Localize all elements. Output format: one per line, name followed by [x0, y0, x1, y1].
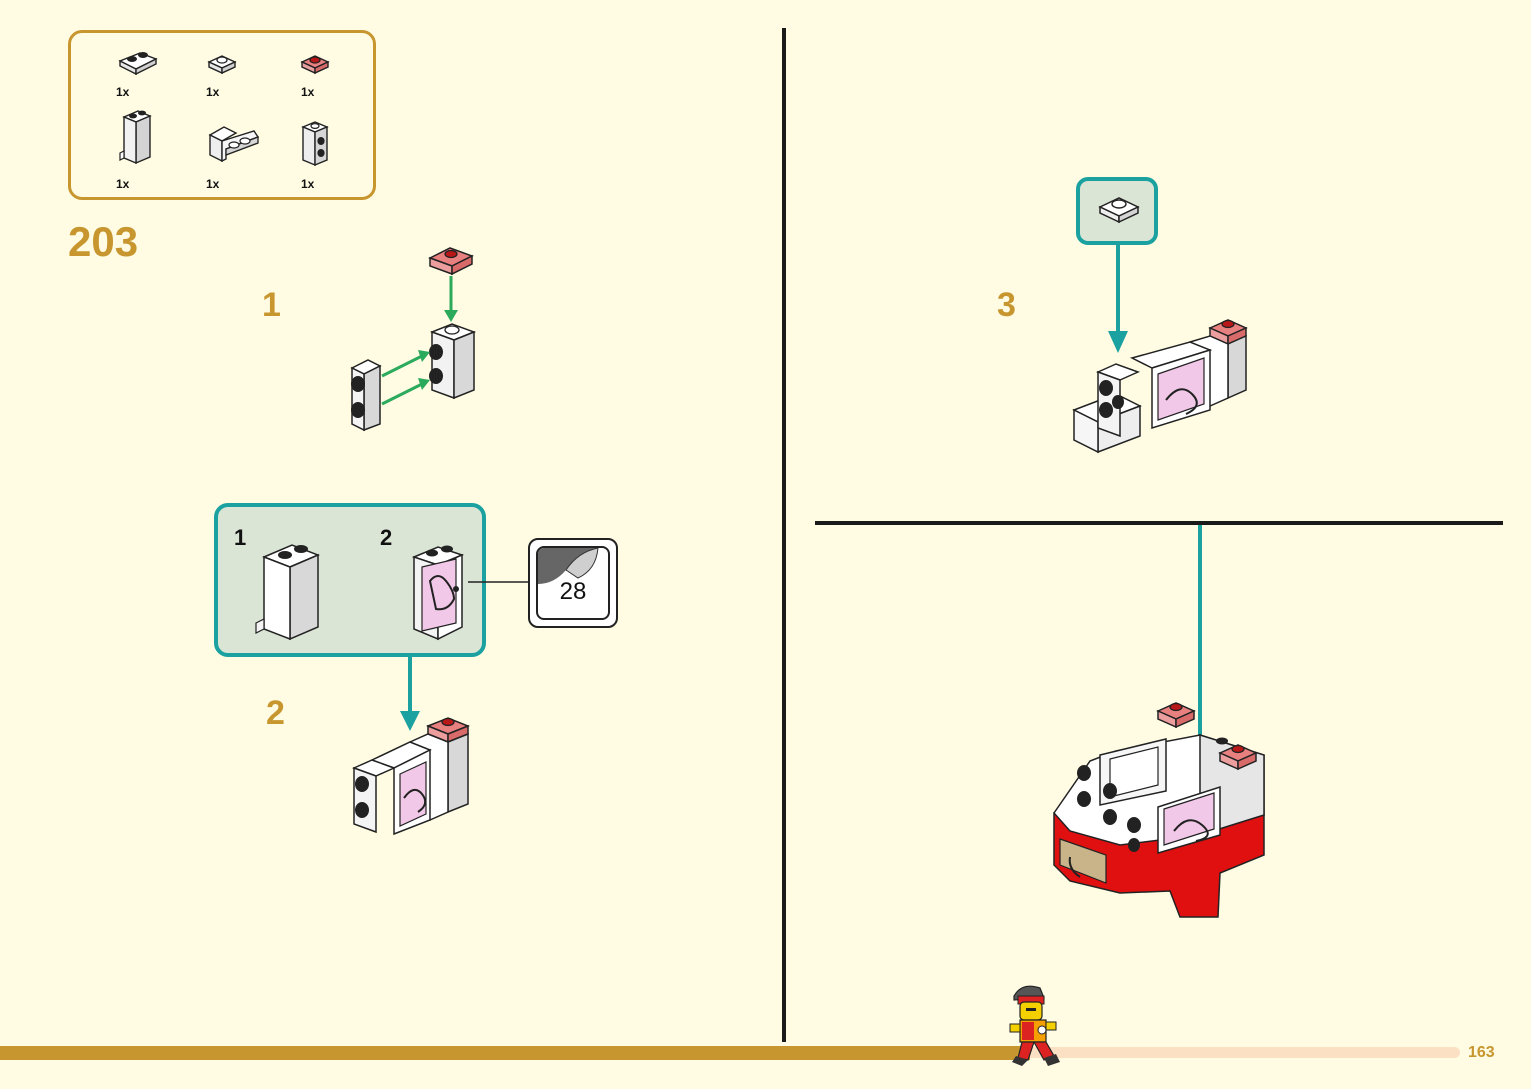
part-qty-4: 1x	[116, 177, 130, 191]
plate-1x1-white-icon	[1098, 197, 1140, 224]
page-number: 163	[1468, 1044, 1495, 1061]
sticker-connector-line	[468, 581, 530, 583]
sub-assembly-callout: 1 2	[214, 503, 486, 657]
panel-white-icon	[255, 544, 320, 641]
part-qty-6: 1x	[301, 177, 315, 191]
vertical-divider	[782, 28, 786, 1042]
minifigure-mascot-icon	[1009, 985, 1060, 1066]
part-qty-2: 1x	[206, 85, 220, 99]
substep-3-number: 3	[997, 286, 1016, 324]
callout-step-1: 1	[234, 525, 247, 550]
part-qty-1: 1x	[116, 85, 130, 99]
plate-1x2-white-icon	[118, 52, 158, 76]
substep-3-assembly-illustration	[1072, 319, 1248, 454]
panel-with-sticker-icon	[411, 545, 465, 641]
page-curl-icon	[538, 548, 599, 584]
part-qty-3: 1x	[301, 85, 315, 99]
part-qty-5: 1x	[206, 177, 220, 191]
plate-callout-arrow	[1108, 245, 1128, 353]
substep-2-number: 2	[266, 694, 285, 732]
step-number: 203	[68, 218, 139, 265]
callout-arrow	[400, 657, 420, 731]
substep-1-number: 1	[262, 286, 281, 324]
completed-model-illustration	[1053, 702, 1265, 918]
sticker-sheet-reference[interactable]: 28	[528, 538, 618, 628]
footer-progress-bar-filled	[0, 1046, 1030, 1060]
horizontal-divider	[815, 521, 1503, 525]
bracket-1x2-white-icon	[208, 126, 260, 163]
brick-1x1-studs-side-icon	[301, 121, 329, 167]
substep-1-assembly-illustration	[350, 247, 477, 432]
plate-callout	[1076, 177, 1158, 245]
footer-progress-bar-remaining	[1030, 1047, 1460, 1058]
parts-list-box: 1x 1x 1x 1x 1x 1x	[68, 30, 376, 200]
plate-1x1-trans-red-icon	[300, 55, 330, 75]
sticker-sheet-page: 28	[559, 578, 587, 605]
substep-2-assembly-illustration	[351, 717, 471, 836]
plate-1x1-white-icon	[207, 55, 237, 75]
panel-1x2x3-white-icon	[119, 110, 152, 165]
callout-step-2: 2	[380, 525, 393, 550]
